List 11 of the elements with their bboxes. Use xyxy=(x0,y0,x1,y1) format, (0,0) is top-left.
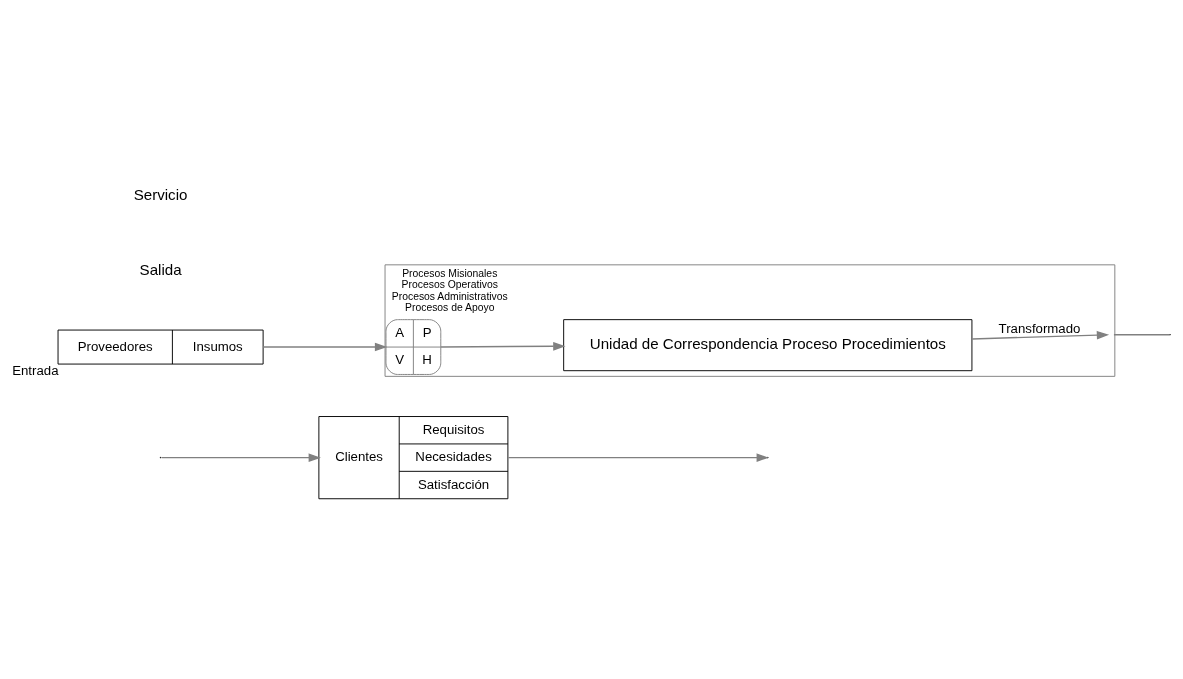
edge-label: Transformado xyxy=(998,321,1081,337)
arrow xyxy=(507,453,769,462)
arrow xyxy=(971,330,1110,340)
node-box: Unidad de Correspondencia Proceso Procedimientos xyxy=(563,319,973,372)
arrow xyxy=(262,342,388,352)
label: Salida xyxy=(139,261,182,279)
arrow xyxy=(440,342,566,351)
connector xyxy=(1113,334,1171,336)
label: Servicio xyxy=(133,186,188,204)
arrow xyxy=(160,453,321,462)
node-label: Entrada xyxy=(12,363,59,379)
